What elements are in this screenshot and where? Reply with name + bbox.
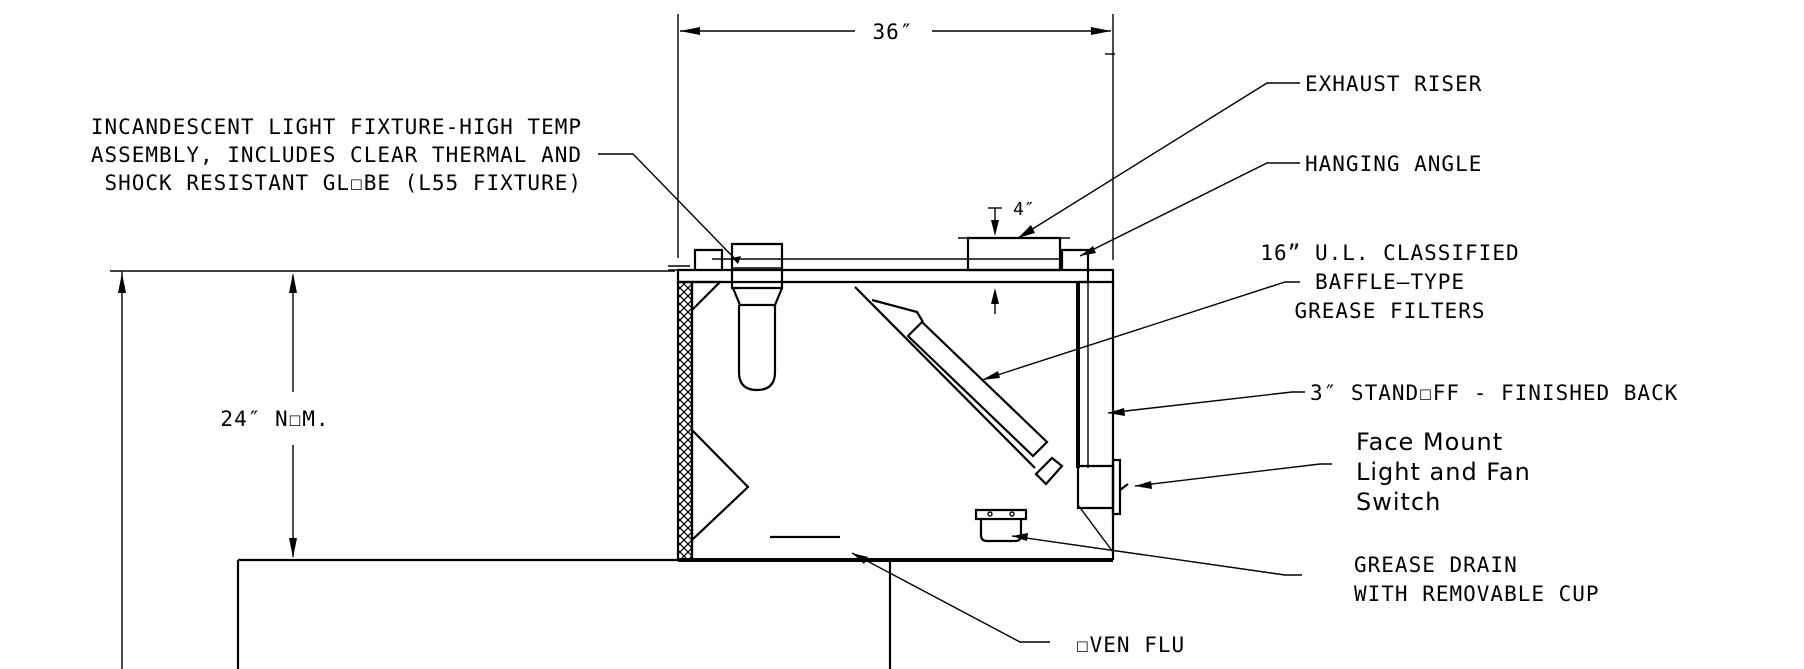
height-arrow-bottom: [289, 538, 297, 558]
switch-line-3: Switch: [1356, 488, 1441, 516]
insulated-front-wall: [678, 282, 692, 560]
grease-filters-line-3: GREASE FILTERS: [1294, 299, 1485, 323]
grease-filters-line-2: BAFFLE—TYPE: [1315, 270, 1465, 294]
light-fixture-line-1: INCANDESCENT LIGHT FIXTURE-HIGH TEMP: [91, 115, 582, 139]
height-dimension-label: 24″ N☐M.: [220, 407, 329, 431]
exhaust-riser-callout: EXHAUST RISER: [1305, 72, 1482, 96]
grease-filters-line-1: 16” U.L. CLASSIFIED: [1260, 241, 1519, 265]
light-fixture-line-2: ASSEMBLY, INCLUDES CLEAR THERMAL AND: [91, 143, 582, 167]
grease-drain-callout: GREASE DRAIN WITH REMOVABLE CUP: [1354, 553, 1600, 606]
light-fan-switch: [1078, 460, 1128, 552]
standoff-callout: 3″ STAND☐FF - FINISHED BACK: [1310, 381, 1678, 405]
switch-line-2: Light and Fan: [1356, 458, 1531, 486]
grease-drain-line-2: WITH REMOVABLE CUP: [1354, 582, 1600, 606]
grease-drain-line-1: GREASE DRAIN: [1354, 553, 1518, 577]
height-dimension: 24″ N☐M.: [110, 271, 675, 669]
riser-dimension-label: 4″: [1013, 199, 1035, 220]
light-fixture-callout: INCANDESCENT LIGHT FIXTURE-HIGH TEMP ASS…: [91, 115, 582, 195]
exhaust-riser: 4″: [958, 199, 1070, 314]
width-arrow-right: [1091, 27, 1111, 35]
grease-filter: [855, 287, 1062, 484]
riser-arrow-top: [991, 220, 999, 236]
width-arrow-left: [680, 27, 700, 35]
leader-lines: [598, 83, 1332, 642]
switch-line-1: Face Mount: [1356, 428, 1503, 456]
width-dimension: 36″: [678, 14, 1115, 260]
oven-base: [238, 560, 890, 669]
outer-height-arrow: [118, 273, 126, 293]
hanging-angle-callout: HANGING ANGLE: [1305, 152, 1482, 176]
hood-body: [668, 259, 1113, 560]
light-fixture: [732, 244, 782, 390]
grease-filters-callout: 16” U.L. CLASSIFIED BAFFLE—TYPE GREASE F…: [1260, 241, 1519, 323]
height-arrow-top: [289, 273, 297, 293]
oven-flu-callout: ☐VEN FLU: [1076, 633, 1185, 657]
hanging-angle-left: [695, 250, 722, 270]
width-dimension-label: 36″: [873, 20, 914, 44]
switch-callout: Face Mount Light and Fan Switch: [1356, 428, 1531, 516]
light-fixture-line-3: SHOCK RESISTANT GL☐BE (L55 FIXTURE): [104, 171, 582, 195]
riser-arrow-bottom: [991, 288, 999, 304]
